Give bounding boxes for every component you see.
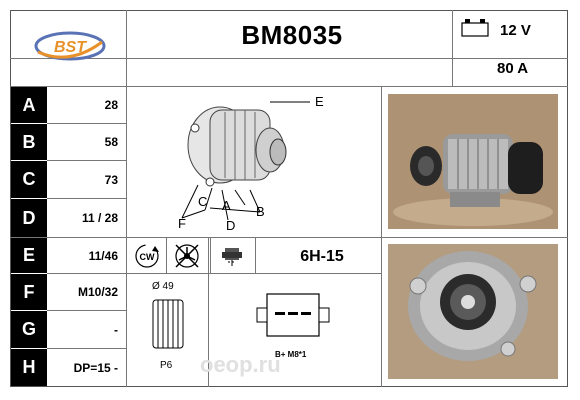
grid-line — [47, 310, 127, 311]
logo-text: BST — [54, 39, 87, 56]
product-photo-side — [388, 94, 558, 229]
product-photo-front — [388, 244, 558, 379]
row-label-g: G — [11, 311, 47, 348]
grid-line — [10, 237, 568, 238]
row-label-b: B — [11, 124, 47, 160]
row-value-d: 11 / 28 — [81, 211, 118, 225]
watermark: oeoр.ru — [200, 352, 281, 377]
dim-label-d: D — [226, 218, 235, 233]
grid-line — [47, 198, 127, 199]
pulley-type: P6 — [160, 360, 173, 371]
row-value-e: 11/46 — [88, 248, 118, 263]
regulator-icon — [218, 242, 246, 275]
grid-line — [208, 237, 209, 387]
grid-line — [166, 237, 167, 273]
battery-icon — [460, 18, 490, 43]
grid-line — [381, 86, 382, 387]
dim-label-e: E — [315, 94, 324, 109]
row-value-b: 58 — [104, 135, 118, 149]
row-label-c: C — [11, 161, 47, 198]
part-number-title: BM8035 — [241, 19, 343, 50]
rotation-text: CW — [140, 252, 155, 262]
pulley-diameter: Ø 49 — [152, 281, 174, 292]
row-value-c: 73 — [104, 172, 118, 187]
grid-line — [47, 160, 127, 161]
dim-label-c: C — [198, 194, 207, 209]
row-label-d: D — [11, 199, 47, 237]
grid-line — [10, 58, 568, 59]
brand-logo-graphic: BST — [34, 31, 106, 61]
alternator-drawing — [187, 106, 287, 187]
row-label-h: H — [11, 349, 47, 386]
row-value-g: - — [114, 322, 118, 337]
grid-line — [10, 86, 568, 87]
grid-line — [47, 273, 127, 274]
grid-line — [127, 273, 381, 274]
row-label-e: E — [11, 238, 47, 273]
grid-line — [47, 348, 127, 349]
grid-line — [210, 237, 211, 273]
amperage-value: 80 A — [497, 60, 529, 77]
voltage-value: 12 V — [500, 22, 531, 39]
spec-sheet-frame — [10, 10, 568, 387]
row-value-f: M10/32 — [77, 285, 118, 299]
connector-label: B+ M8*1 — [275, 350, 307, 359]
dim-label-f: F — [178, 216, 186, 231]
row-value-a: 28 — [104, 98, 118, 112]
grid-line — [47, 123, 127, 124]
pulley-icon — [150, 298, 186, 355]
row-label-a: A — [11, 87, 47, 123]
row-value-h: DP=15 - — [73, 360, 118, 375]
dim-label-a: A — [222, 198, 231, 213]
fan-excluded-icon — [173, 242, 201, 275]
rotation-cw-icon: CW — [133, 242, 161, 275]
row-label-f: F — [11, 274, 47, 310]
brand-logo: BST — [30, 22, 110, 72]
regulator-code: 6H-15 — [300, 248, 344, 265]
dim-label-b: B — [256, 204, 265, 219]
grid-line — [255, 237, 256, 273]
grid-line — [452, 10, 453, 86]
dimension-diagram: E C A B F D — [150, 90, 375, 235]
connector-plug-icon — [255, 292, 331, 347]
